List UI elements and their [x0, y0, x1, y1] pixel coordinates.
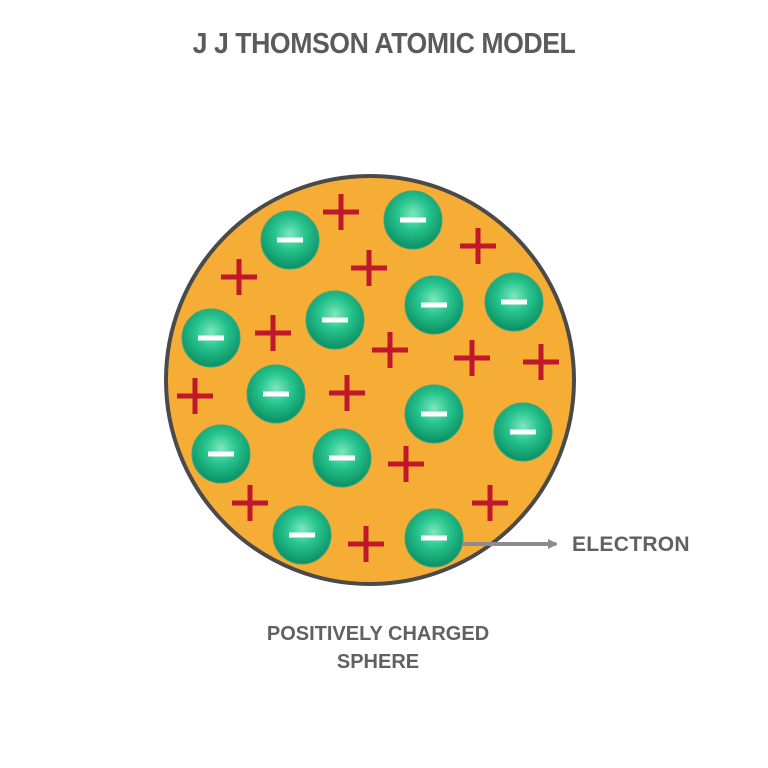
minus-sign	[400, 217, 426, 223]
plus-sign	[388, 446, 424, 482]
plus-sign	[454, 340, 490, 376]
electron-label: ELECTRON	[572, 533, 690, 556]
electron	[493, 402, 553, 462]
positive-sphere-label: POSITIVELY CHARGED SPHERE	[200, 620, 556, 676]
plus-sign	[177, 378, 213, 414]
minus-sign	[198, 335, 224, 341]
electron	[404, 384, 464, 444]
sphere-label-line-1: POSITIVELY CHARGED	[266, 623, 490, 645]
positive-charges	[177, 194, 559, 562]
electron	[181, 308, 241, 368]
plus-sign	[255, 315, 291, 351]
minus-sign	[329, 455, 355, 461]
electron	[305, 290, 365, 350]
sphere-label-line-2: SPHERE	[336, 651, 420, 673]
plus-sign	[472, 485, 508, 521]
electron	[404, 508, 464, 568]
electron	[246, 364, 306, 424]
plus-sign	[232, 485, 268, 521]
plus-sign	[323, 194, 359, 230]
plus-sign	[523, 344, 559, 380]
electron	[484, 272, 544, 332]
electrons	[181, 190, 553, 568]
plus-sign	[372, 332, 408, 368]
plus-sign	[329, 375, 365, 411]
diagram-title: J J THOMSON ATOMIC MODEL	[192, 28, 576, 60]
minus-sign	[421, 411, 447, 417]
minus-sign	[421, 302, 447, 308]
electron	[312, 428, 372, 488]
electron	[404, 275, 464, 335]
minus-sign	[289, 532, 315, 538]
electron	[191, 424, 251, 484]
minus-sign	[277, 237, 303, 243]
electron	[383, 190, 443, 250]
minus-sign	[263, 391, 289, 397]
electron	[260, 210, 320, 270]
minus-sign	[322, 317, 348, 323]
plus-sign	[460, 228, 496, 264]
plus-sign	[348, 526, 384, 562]
plus-sign	[351, 250, 387, 286]
plus-sign	[221, 259, 257, 295]
electron	[272, 505, 332, 565]
minus-sign	[501, 299, 527, 305]
minus-sign	[208, 451, 234, 457]
positive-sphere	[164, 174, 576, 586]
minus-sign	[510, 429, 536, 435]
minus-sign	[421, 535, 447, 541]
